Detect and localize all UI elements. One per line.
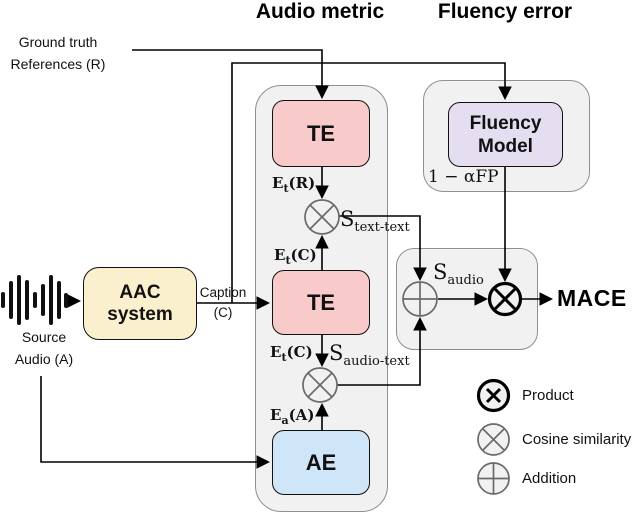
similarity-label-audio: Saudio — [433, 260, 484, 289]
title-audio-metric: Audio metric — [255, 0, 385, 23]
similarity-label-text-text: Stext-text — [340, 207, 410, 236]
embedding-label-ea-a: Ea(A) — [270, 406, 315, 427]
legend-item-product: Product — [476, 378, 574, 413]
source-audio-label: Source Audio (A) — [1, 326, 87, 370]
ae-label: AE — [305, 449, 337, 475]
aac-line1: AAC — [119, 281, 161, 303]
aac-system-box: AAC system — [83, 267, 197, 340]
fluency-model-line1: Fluency — [469, 112, 542, 134]
legend-item-addition: Addition — [476, 461, 576, 496]
connector-lines — [40, 49, 554, 469]
fluency-penalty-label: 1 − αFP — [428, 167, 499, 187]
wire-source-to-ae — [40, 376, 271, 469]
caption-line1: Caption — [199, 285, 247, 300]
ground-truth-line2: References (R) — [10, 56, 106, 72]
product-icon — [476, 378, 511, 413]
similarity-label-audio-text: Saudio-text — [329, 341, 410, 370]
cosine-similarity-node-audio — [302, 367, 338, 403]
caption-label: Caption (C) — [196, 283, 250, 323]
aac-line2: system — [107, 303, 173, 325]
source-audio-line1: Source — [21, 329, 67, 345]
ground-truth-line1: Ground truth — [18, 34, 98, 50]
fluency-model-line2: Model — [478, 135, 533, 157]
title-fluency-error: Fluency error — [437, 0, 573, 23]
legend-label-product: Product — [522, 387, 574, 404]
te-top-label: TE — [306, 120, 336, 146]
te-mid-label: TE — [306, 289, 336, 315]
addition-icon — [477, 462, 510, 495]
ground-truth-label: Ground truth References (R) — [0, 31, 116, 75]
wire-stexttext-to-addition — [339, 215, 427, 282]
wire-saudiotext-to-addition — [337, 316, 427, 386]
waveform-icon — [1, 275, 68, 325]
mace-output-label: MACE — [557, 285, 627, 311]
embedding-label-et-c-upper: Et(C) — [274, 246, 317, 267]
embedding-label-et-c-lower: Et(C) — [270, 343, 313, 364]
source-audio-line2: Audio (A) — [14, 351, 74, 367]
text-encoder-mid-box: TE — [272, 270, 370, 335]
addition-node — [402, 281, 438, 317]
legend-label-cosine: Cosine similarity — [522, 431, 632, 448]
legend-label-addition: Addition — [522, 470, 577, 487]
audio-encoder-box: AE — [272, 430, 370, 495]
embedding-label-et-r: Et(R) — [272, 174, 316, 195]
product-node — [487, 281, 523, 317]
wire-groundtruth-to-te — [132, 49, 329, 100]
legend-item-cosine: Cosine similarity — [476, 422, 631, 457]
text-encoder-top-box: TE — [272, 100, 370, 167]
fluency-model-box: Fluency Model — [448, 102, 563, 167]
wire-caption-to-fluency — [231, 62, 512, 303]
cosine-similarity-node-text — [304, 199, 340, 235]
caption-line2: (C) — [213, 305, 233, 320]
cosine-similarity-icon — [477, 423, 510, 456]
